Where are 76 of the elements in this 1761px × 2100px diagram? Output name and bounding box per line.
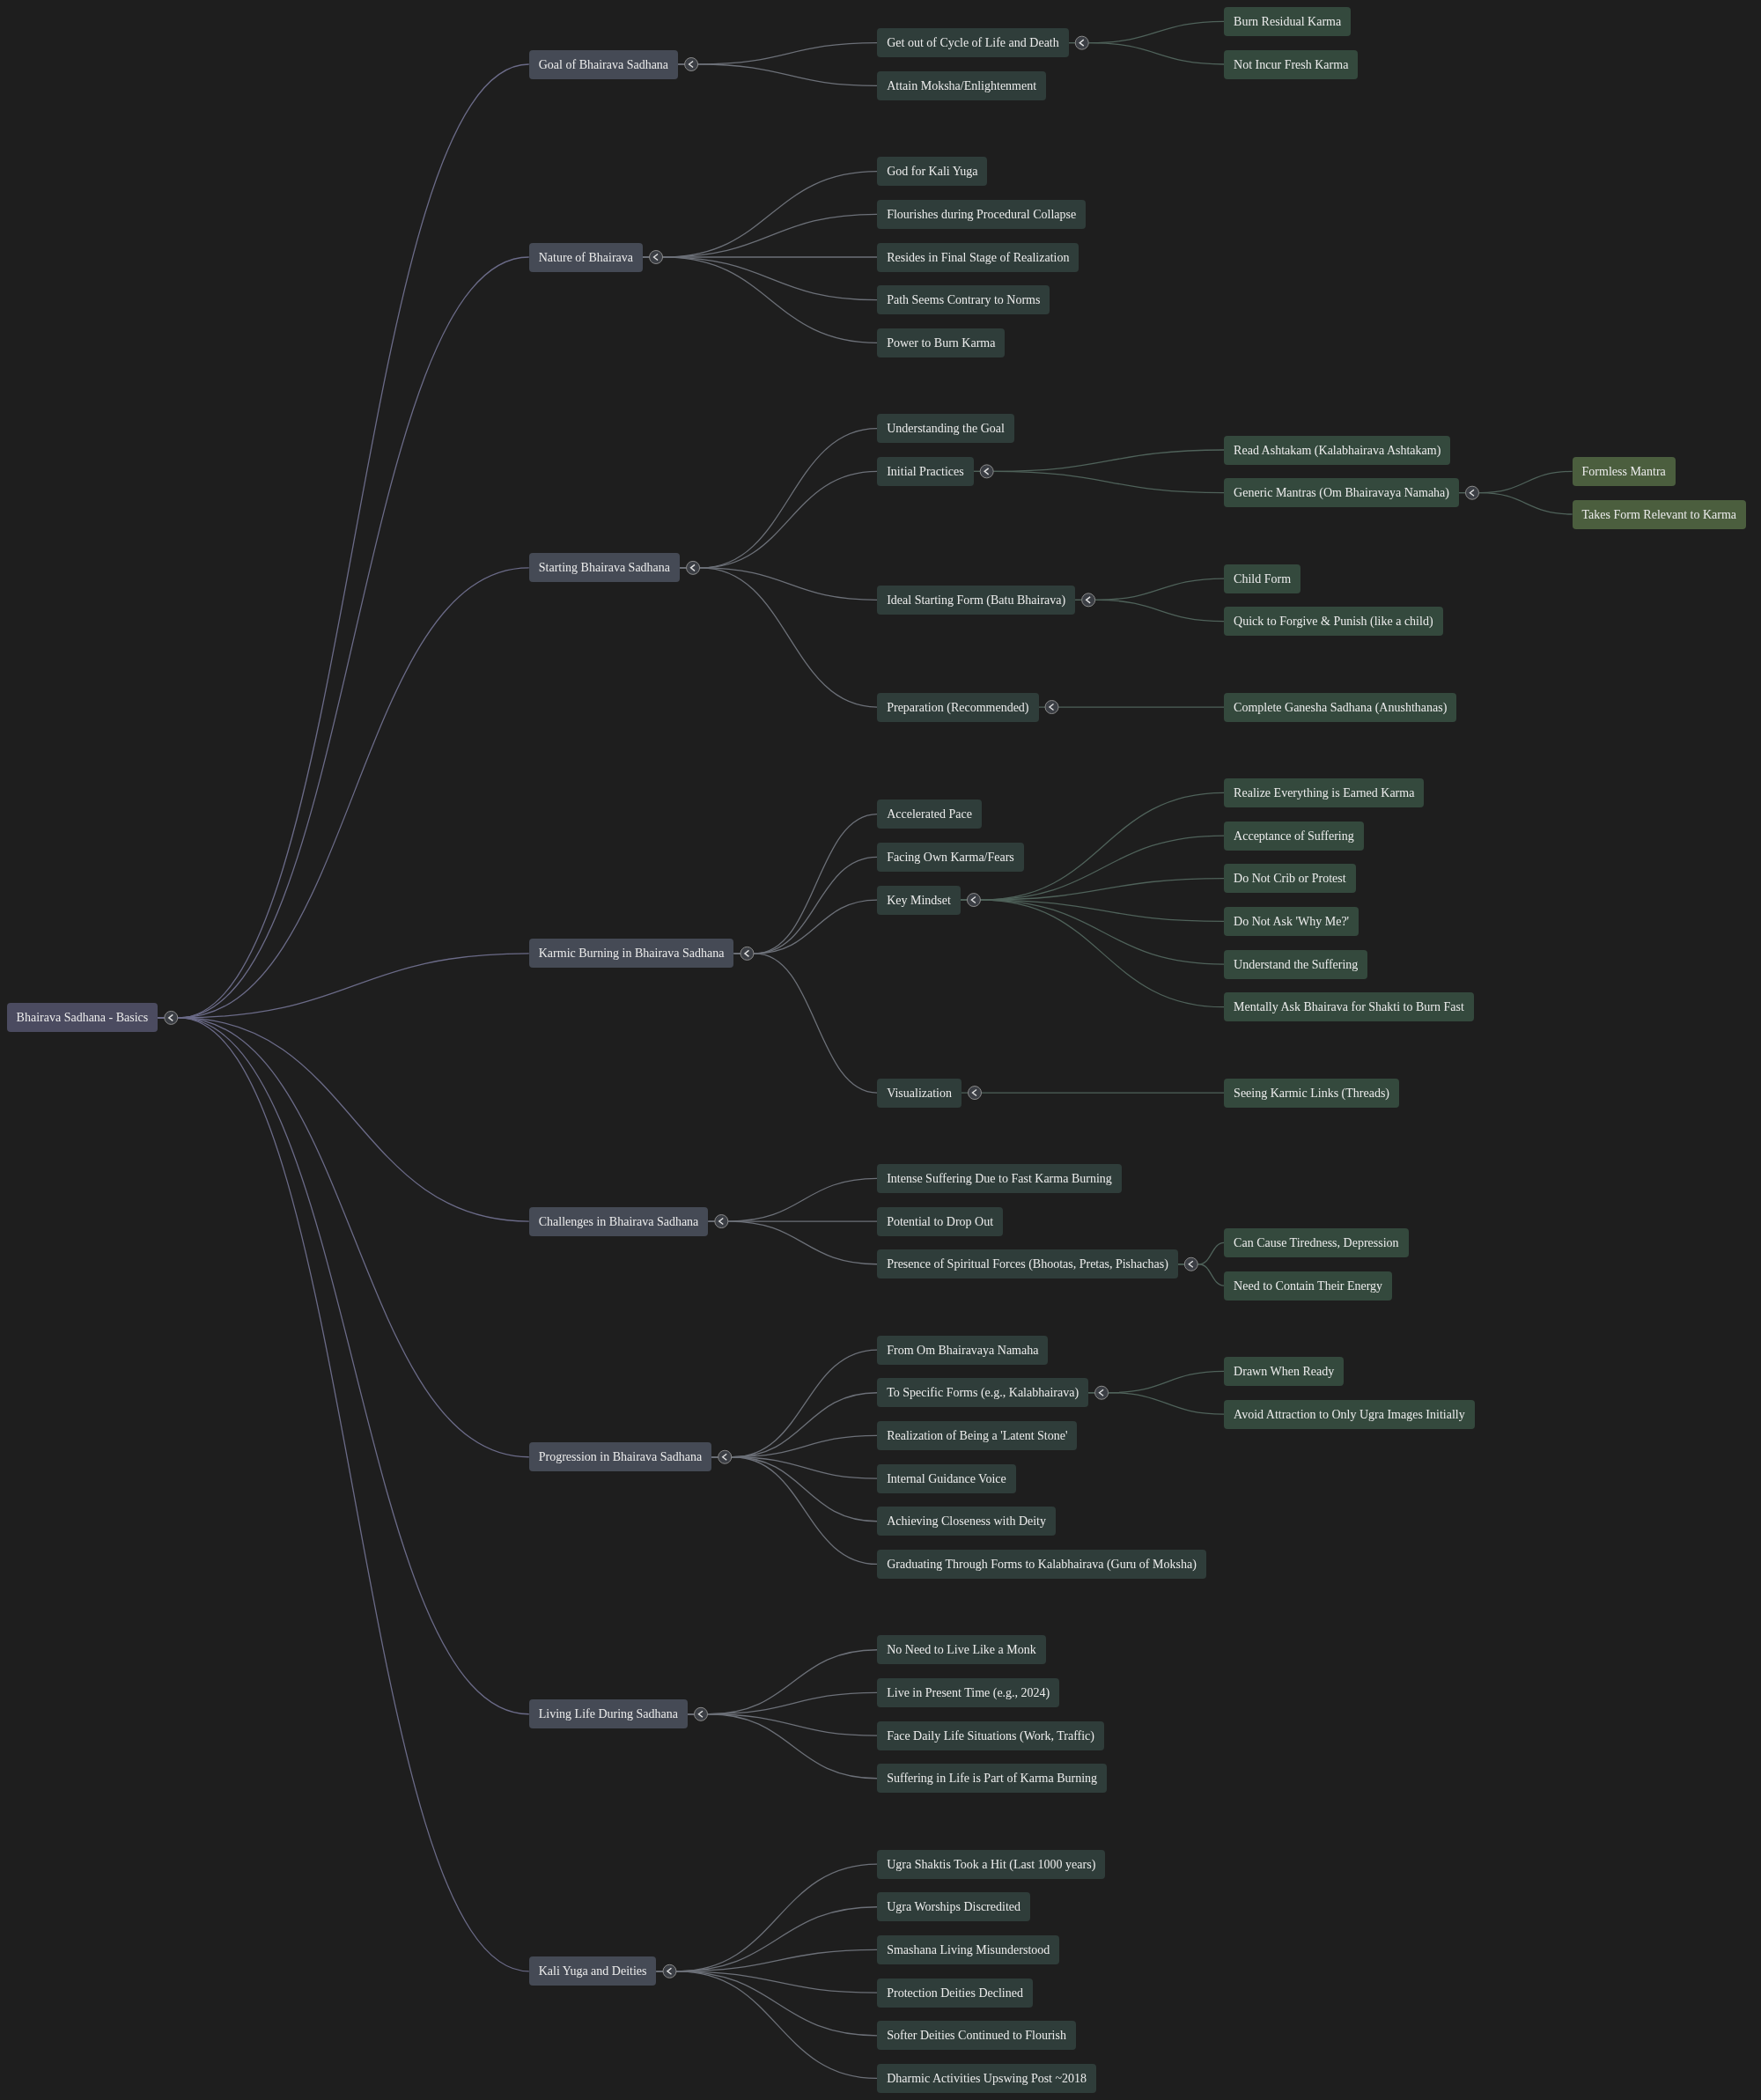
topic-node: Dharmic Activities Upswing Post ~2018	[877, 2063, 1097, 2093]
topic-node: Can Cause Tiredness, Depression	[1224, 1227, 1409, 1257]
topic-node: Child Form	[1224, 564, 1301, 593]
topic-node: Do Not Ask 'Why Me?'	[1224, 906, 1359, 936]
topic-node: Accelerated Pace	[877, 799, 982, 829]
topic-node: Presence of Spiritual Forces (Bhootas, Pretas, Pishachas)	[877, 1249, 1178, 1279]
topic-node: Potential to Drop Out	[877, 1206, 1004, 1236]
topic-node: Avoid Attraction to Only Ugra Images Initially	[1224, 1399, 1475, 1429]
topic-node: Realization of Being a 'Latent Stone'	[877, 1420, 1078, 1450]
topic-node: Softer Deities Continued to Flourish	[877, 2021, 1076, 2051]
topic-node: Living Life During Sadhana	[528, 1699, 688, 1729]
topic-node: Complete Ganesha Sadhana (Anushthanas)	[1224, 692, 1457, 722]
connector-line	[1074, 599, 1225, 623]
topic-node: Seeing Karmic Links (Threads)	[1224, 1078, 1399, 1108]
topic-node: Goal of Bhairava Sadhana	[528, 49, 679, 79]
topic-node: Kali Yuga and Deities	[528, 1956, 657, 1986]
connector-line	[677, 63, 878, 86]
topic-node: Internal Guidance Voice	[877, 1463, 1016, 1493]
topic-node: Initial Practices	[877, 456, 974, 486]
topic-node: Progression in Bhairava Sadhana	[528, 1442, 712, 1472]
topic-node: Suffering in Life is Part of Karma Burning	[877, 1764, 1108, 1794]
topic-node: Read Ashtakam (Kalabhairava Ashtakam)	[1224, 435, 1451, 465]
connector-line	[707, 1220, 878, 1265]
topic-node: Formless Mantra	[1572, 456, 1676, 486]
topic-node: Attain Moksha/Enlightenment	[877, 70, 1047, 100]
topic-node: Do Not Crib or Protest	[1224, 864, 1356, 894]
connector-line	[679, 567, 878, 708]
root-topic-node: Bhairava Sadhana - Basics	[6, 1003, 158, 1033]
topic-node: Resides in Final Stage of Realization	[877, 242, 1079, 272]
topic-node: Graduating Through Forms to Kalabhairava (Guru of Moksha)	[877, 1549, 1206, 1579]
connector-line	[961, 1092, 1225, 1094]
topic-node: Key Mindset	[877, 885, 961, 915]
topic-node: Quick to Forgive & Punish (like a child)	[1224, 607, 1443, 637]
topic-node: God for Kali Yuga	[877, 157, 988, 187]
topic-node: Face Daily Life Situations (Work, Traffic)	[877, 1721, 1104, 1750]
topic-node: Get out of Cycle of Life and Death	[877, 28, 1069, 58]
topic-node: Visualization	[877, 1078, 962, 1108]
topic-node: Understand the Suffering	[1224, 949, 1368, 979]
topic-node: Ideal Starting Form (Batu Bhairava)	[877, 585, 1076, 615]
topic-node: Understanding the Goal	[877, 414, 1014, 444]
topic-node: Protection Deities Declined	[877, 1978, 1033, 2008]
topic-node: Karmic Burning in Bhairava Sadhana	[528, 939, 734, 969]
topic-node: Challenges in Bhairava Sadhana	[528, 1206, 709, 1236]
topic-node: Generic Mantras (Om Bhairavaya Namaha)	[1224, 478, 1459, 508]
topic-node: Nature of Bhairava	[528, 242, 644, 272]
connector-line	[1458, 492, 1573, 515]
topic-node: No Need to Live Like a Monk	[877, 1635, 1046, 1665]
topic-node: Realize Everything is Earned Karma	[1224, 777, 1425, 807]
connector-line	[687, 1713, 878, 1779]
topic-node: Takes Form Relevant to Karma	[1572, 499, 1747, 529]
topic-node: Path Seems Contrary to Norms	[877, 285, 1050, 315]
topic-node: Flourishes during Procedural Collapse	[877, 199, 1087, 229]
topic-node: Achieving Closeness with Deity	[877, 1507, 1056, 1536]
topic-node: Starting Bhairava Sadhana	[528, 553, 681, 583]
topic-node: To Specific Forms (e.g., Kalabhairava)	[877, 1378, 1089, 1408]
topic-node: Burn Residual Karma	[1224, 6, 1352, 36]
topic-node: Not Incur Fresh Karma	[1224, 49, 1359, 79]
topic-node: From Om Bhairavaya Namaha	[877, 1335, 1049, 1365]
connector-line	[973, 470, 1225, 494]
topic-node: Preparation (Recommended)	[877, 692, 1039, 722]
topic-node: Ugra Worships Discredited	[877, 1892, 1030, 1922]
connector-line	[1037, 706, 1225, 708]
connector-line	[1177, 1264, 1225, 1286]
topic-node: Power to Burn Karma	[877, 328, 1006, 357]
topic-node: Intense Suffering Due to Fast Karma Burning	[877, 1163, 1122, 1193]
connector-line	[1068, 42, 1225, 65]
connector-line	[733, 953, 878, 1094]
connector-line	[1087, 1392, 1225, 1415]
topic-node: Facing Own Karma/Fears	[877, 842, 1024, 872]
topic-node: Live in Present Time (e.g., 2024)	[877, 1677, 1060, 1707]
topic-node: Ugra Shaktis Took a Hit (Last 1000 years)	[877, 1849, 1106, 1879]
topic-node: Drawn When Ready	[1224, 1356, 1345, 1386]
topic-node: Mentally Ask Bhairava for Shakti to Burn Fast	[1224, 992, 1474, 1022]
topic-node: Acceptance of Suffering	[1224, 821, 1364, 851]
topic-node: Need to Contain Their Energy	[1224, 1271, 1393, 1301]
topic-node: Smashana Living Misunderstood	[877, 1934, 1060, 1964]
